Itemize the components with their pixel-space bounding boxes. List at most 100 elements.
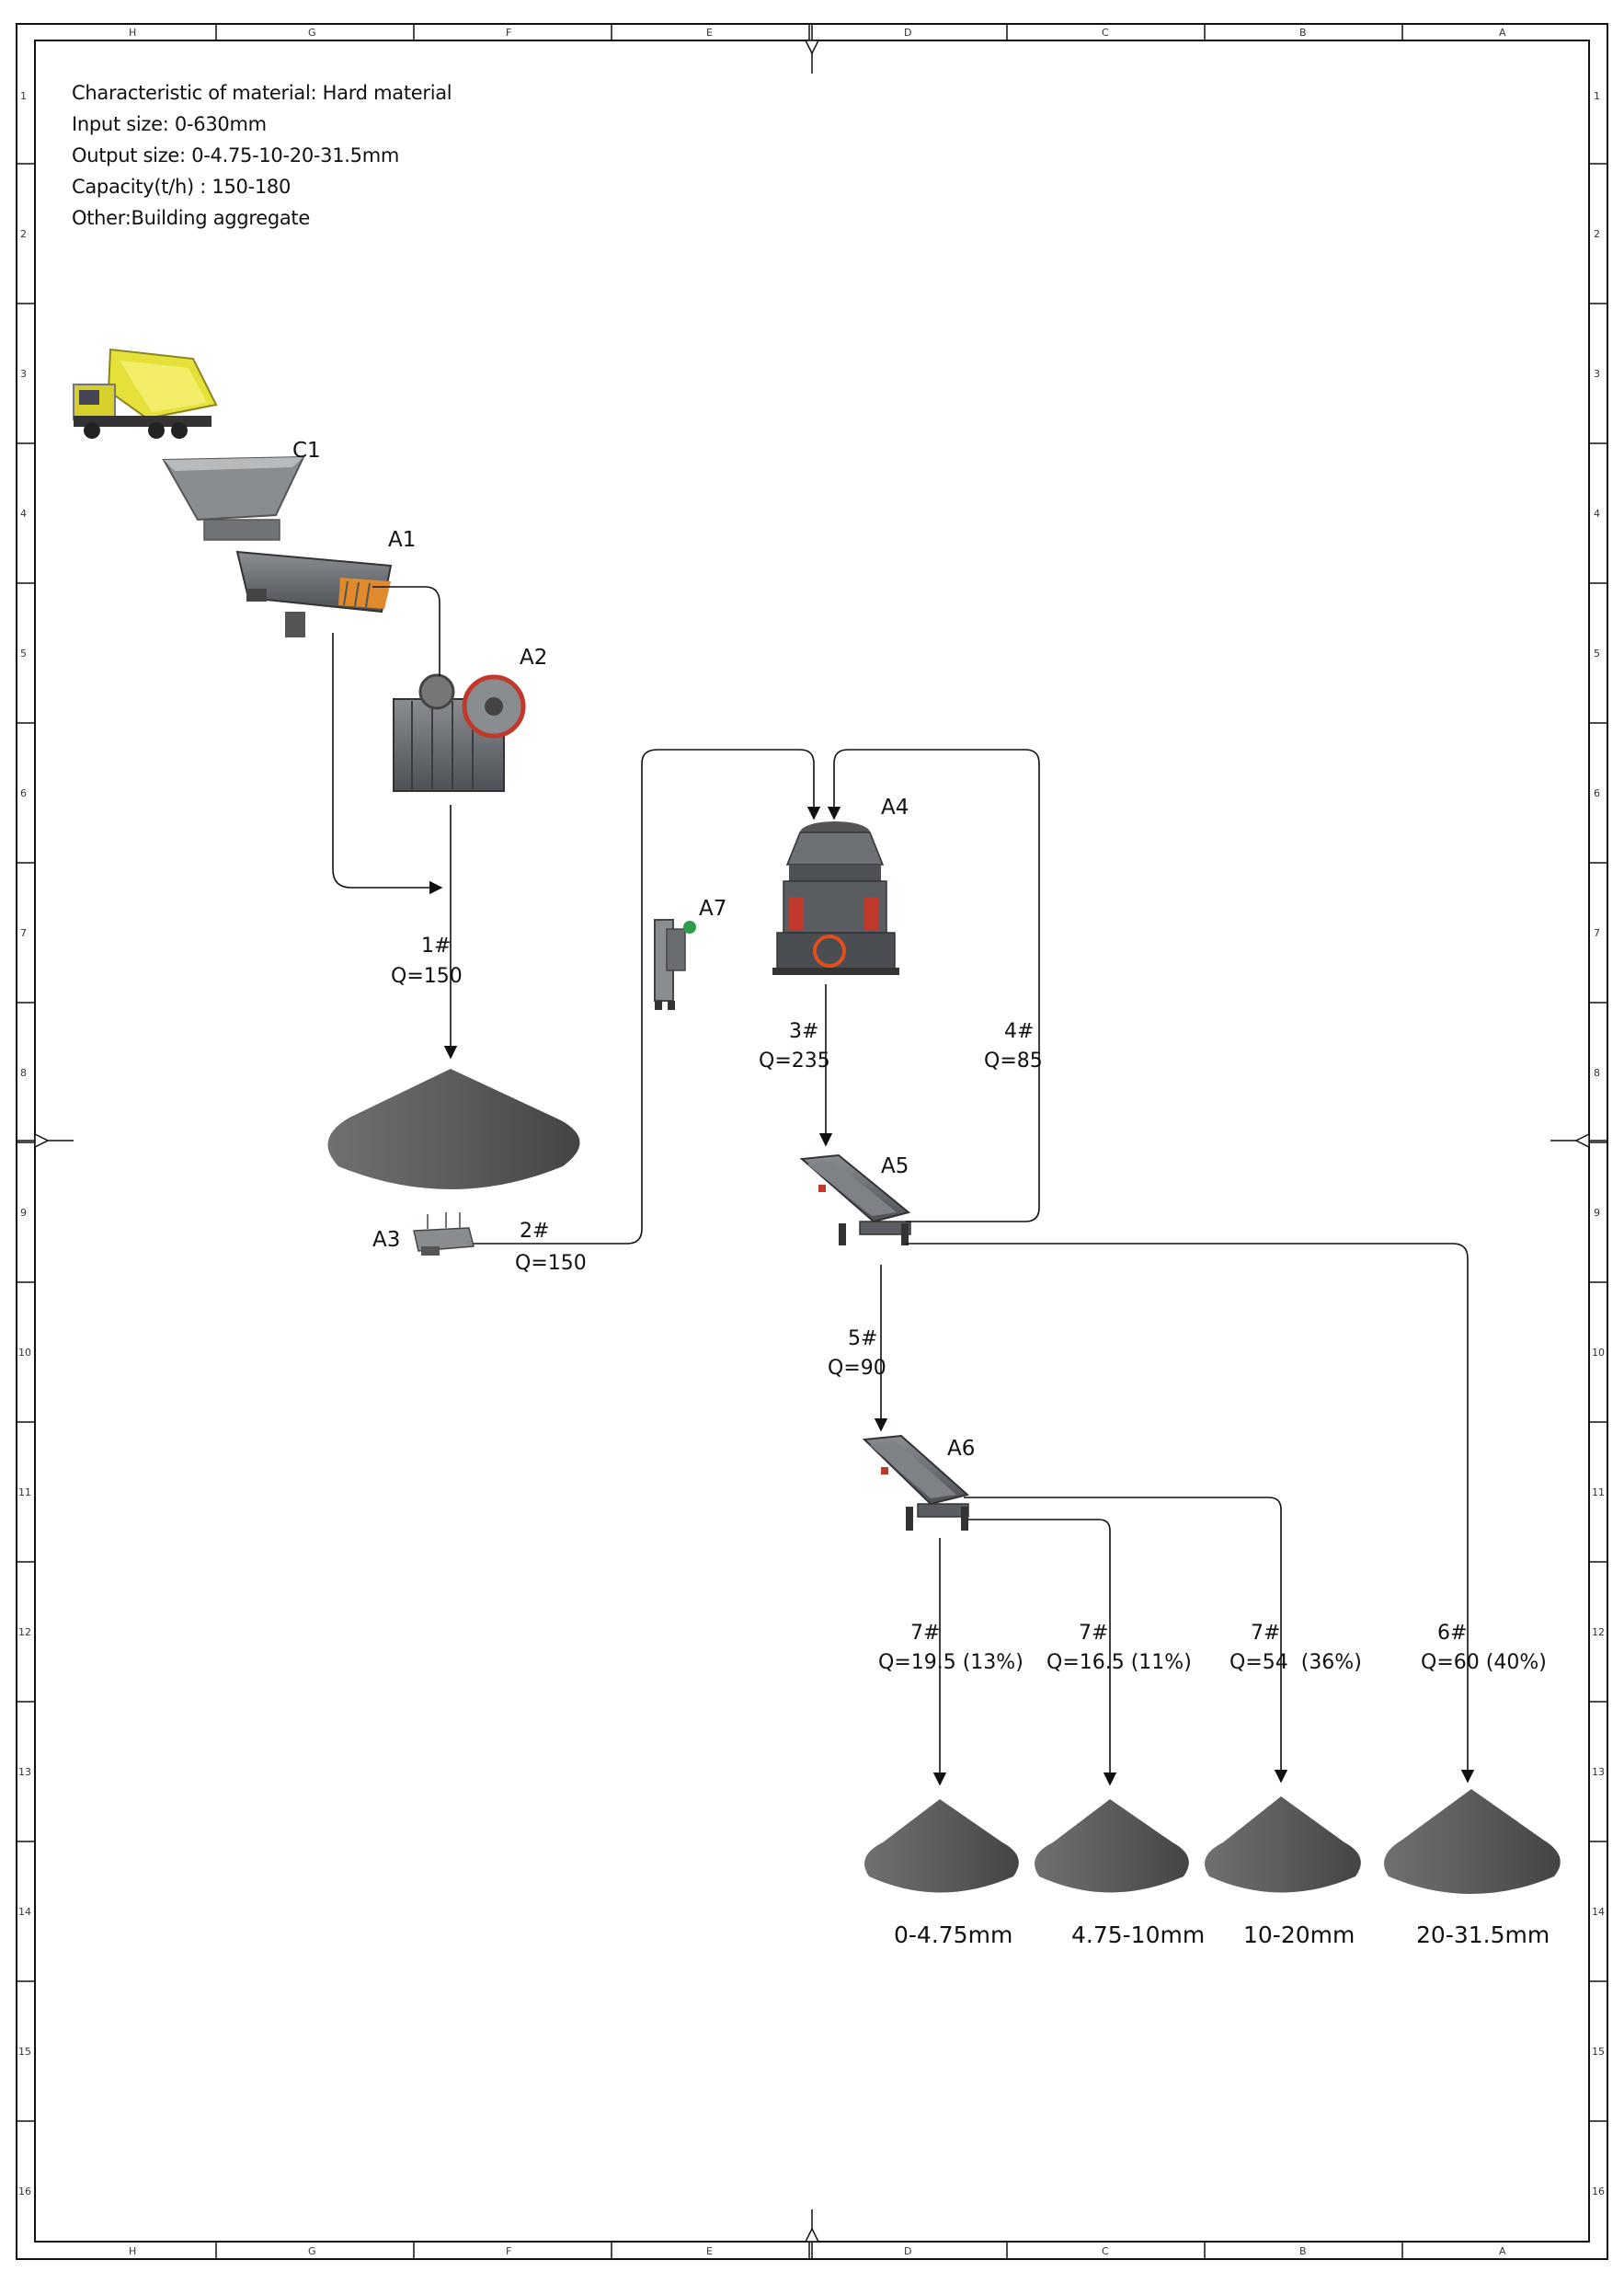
flow-7b-id: 7# xyxy=(1079,1622,1108,1645)
flow-6-id: 6# xyxy=(1437,1622,1467,1645)
grid-row-label: 10 xyxy=(18,1347,31,1359)
note-capacity: Capacity(t/h) : 150-180 xyxy=(72,176,292,198)
grid-col-label: G xyxy=(308,27,316,39)
grid-row-label: 13 xyxy=(1592,1766,1605,1778)
grid-col-label: E xyxy=(706,27,713,39)
flow-7a-id: 7# xyxy=(910,1622,940,1645)
grid-row-label: 10 xyxy=(1592,1347,1605,1359)
jaw-crusher-a2-icon xyxy=(393,673,526,792)
flow-2-id: 2# xyxy=(520,1220,549,1243)
dump-truck-icon xyxy=(73,348,218,439)
note-input-size: Input size: 0-630mm xyxy=(72,113,267,135)
label-c1: C1 xyxy=(292,439,321,463)
flow-1-q: Q=150 xyxy=(391,965,463,988)
grid-row-label: 9 xyxy=(20,1207,27,1219)
stockpile-surge-icon xyxy=(327,1069,580,1189)
grid-row-label: 5 xyxy=(1594,648,1600,660)
grid-row-label: 7 xyxy=(20,927,27,939)
flow-1-id: 1# xyxy=(421,935,451,958)
grid-col-label: F xyxy=(506,2245,511,2257)
grid-col-label: B xyxy=(1299,2245,1307,2257)
grid-row-label: 3 xyxy=(1594,368,1600,380)
grid-row-label: 6 xyxy=(20,787,27,799)
label-a1: A1 xyxy=(388,528,416,552)
vibrating-feeder-a1-icon xyxy=(235,550,393,637)
grid-row-label: 12 xyxy=(18,1626,31,1638)
flow-5-id: 5# xyxy=(848,1327,877,1350)
grid-column-labels-top: H G F E D C B A xyxy=(129,27,1506,39)
feeder-a3-icon xyxy=(413,1212,475,1256)
grid-col-label: D xyxy=(904,27,911,39)
grid-col-label: H xyxy=(129,2245,136,2257)
grid-row-labels-left: 1 2 3 4 5 6 7 8 9 10 11 12 13 14 15 16 xyxy=(18,90,31,2197)
flow-6-q: Q=60 (40%) xyxy=(1421,1651,1547,1674)
grid-row-label: 11 xyxy=(18,1486,31,1498)
grid-row-label: 1 xyxy=(1594,90,1600,102)
label-a7: A7 xyxy=(699,897,726,921)
stockpile-20-31.5-icon xyxy=(1384,1789,1561,1894)
grid-row-label: 12 xyxy=(1592,1626,1605,1638)
grid-row-labels-right: 1 2 3 4 5 6 7 8 9 10 11 12 13 14 15 16 xyxy=(1592,90,1605,2197)
note-material: Characteristic of material: Hard materia… xyxy=(72,82,452,104)
grid-row-label: 9 xyxy=(1594,1207,1600,1219)
grid-row-label: 4 xyxy=(20,508,27,520)
grid-column-labels-bottom: H G F E D C B A xyxy=(129,2245,1506,2257)
vibrating-screen-a5-icon xyxy=(799,1153,911,1245)
dust-collector-a7-icon xyxy=(654,919,696,1010)
grid-row-label: 13 xyxy=(18,1766,31,1778)
grid-row-label: 1 xyxy=(20,90,27,102)
process-notes: Characteristic of material: Hard materia… xyxy=(72,77,452,234)
label-a2: A2 xyxy=(520,646,547,670)
product-label-10-20: 10-20mm xyxy=(1243,1922,1355,1948)
flow-3-q: Q=235 xyxy=(759,1050,830,1073)
grid-row-label: 11 xyxy=(1592,1486,1605,1498)
flow-5-q: Q=90 xyxy=(828,1357,886,1380)
grid-col-label: F xyxy=(506,27,511,39)
hopper-c1-icon xyxy=(162,455,305,541)
grid-col-label: A xyxy=(1499,27,1506,39)
label-a3: A3 xyxy=(372,1228,400,1252)
flow-lines xyxy=(332,586,1475,1786)
label-a4: A4 xyxy=(881,796,909,820)
flow-2-q: Q=150 xyxy=(515,1252,587,1275)
grid-row-label: 16 xyxy=(1592,2185,1605,2197)
grid-col-label: C xyxy=(1102,2245,1109,2257)
flow-4-id: 4# xyxy=(1004,1020,1034,1043)
grid-row-label: 14 xyxy=(18,1906,31,1918)
grid-row-label: 4 xyxy=(1594,508,1600,520)
flow-7b-q: Q=16.5 (11%) xyxy=(1046,1651,1192,1674)
product-label-4.75-10: 4.75-10mm xyxy=(1071,1922,1205,1948)
product-label-0-4.75: 0-4.75mm xyxy=(894,1922,1012,1948)
note-other: Other:Building aggregate xyxy=(72,207,310,229)
grid-row-label: 2 xyxy=(20,228,27,240)
stockpile-4.75-10-icon xyxy=(1035,1799,1189,1893)
flow-3-id: 3# xyxy=(789,1020,818,1043)
grid-row-label: 8 xyxy=(20,1067,27,1079)
grid-col-label: D xyxy=(904,2245,911,2257)
vibrating-screen-a6-icon xyxy=(862,1434,970,1531)
grid-row-label: 15 xyxy=(18,2046,31,2058)
note-output-size: Output size: 0-4.75-10-20-31.5mm xyxy=(72,144,400,166)
drawing-frame xyxy=(16,23,1608,2260)
flow-7c-q: Q=54 (36%) xyxy=(1229,1651,1362,1674)
grid-row-label: 3 xyxy=(20,368,27,380)
grid-col-label: G xyxy=(308,2245,316,2257)
stockpile-0-4.75-icon xyxy=(864,1799,1019,1893)
grid-row-label: 5 xyxy=(20,648,27,660)
grid-col-label: B xyxy=(1299,27,1307,39)
grid-row-label: 14 xyxy=(1592,1906,1605,1918)
grid-row-label: 16 xyxy=(18,2185,31,2197)
grid-col-label: A xyxy=(1499,2245,1506,2257)
grid-row-label: 6 xyxy=(1594,787,1600,799)
flow-7a-q: Q=19.5 (13%) xyxy=(878,1651,1024,1674)
grid-row-label: 7 xyxy=(1594,927,1600,939)
grid-row-label: 15 xyxy=(1592,2046,1605,2058)
grid-col-label: E xyxy=(706,2245,713,2257)
cone-crusher-a4-icon xyxy=(772,821,899,975)
flow-4-q: Q=85 xyxy=(984,1050,1043,1073)
stockpile-10-20-icon xyxy=(1205,1796,1361,1893)
flow-7c-id: 7# xyxy=(1251,1622,1280,1645)
label-a5: A5 xyxy=(881,1154,909,1178)
grid-col-label: H xyxy=(129,27,136,39)
